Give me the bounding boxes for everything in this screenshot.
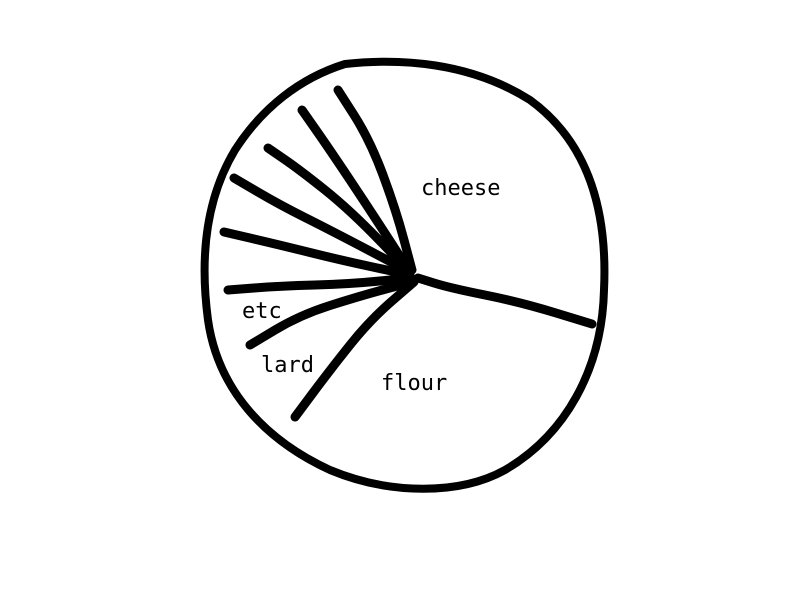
slice-label-lard: lard <box>261 353 314 378</box>
slice-dividers <box>219 85 597 422</box>
slice-label-etc: etc <box>242 299 282 324</box>
cheese-left-divider <box>333 85 417 275</box>
lard-divider <box>245 277 417 350</box>
hatch-divider-3 <box>229 173 415 277</box>
slice-labels: cheese flour lard etc <box>242 176 500 396</box>
pie-outline <box>200 57 609 493</box>
hatch-divider-4 <box>219 227 415 280</box>
etc-divider <box>223 273 415 295</box>
flour-divider <box>290 277 419 422</box>
slice-label-cheese: cheese <box>421 176 500 201</box>
slice-label-flour: flour <box>381 371 447 396</box>
cheese-right-divider <box>413 273 597 329</box>
